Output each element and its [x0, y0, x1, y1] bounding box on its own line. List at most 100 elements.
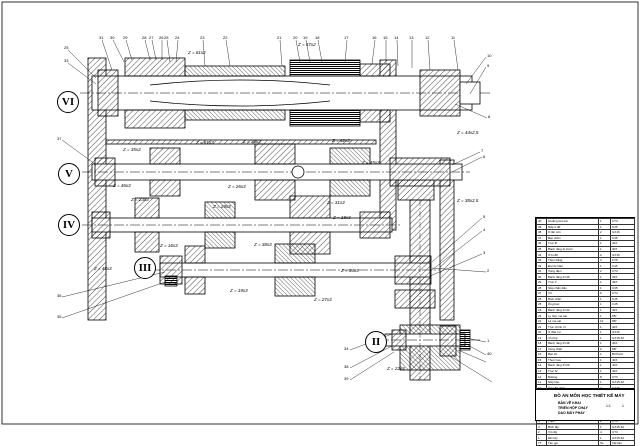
sheet-number: 1	[622, 404, 624, 408]
title-block: ĐỒ ÁN MÔN HỌC THIẾT KẾ MÁY BẢN VẼ KHAI T…	[535, 389, 635, 421]
callout-number: 1	[487, 338, 490, 343]
bom-cell: C45	[610, 301, 635, 308]
gear-label: Z = 22x3	[387, 366, 405, 371]
bom-cell: GX15	[610, 251, 635, 258]
callout-number: 21	[277, 35, 282, 40]
callout-number: 37	[57, 136, 62, 141]
gear-label: Z = 44x2,5	[457, 130, 479, 135]
callout-number: 12	[425, 35, 430, 40]
bom-cell: BrOCuC	[610, 351, 635, 358]
callout-number: 40	[487, 351, 492, 356]
callout-number: 8	[488, 114, 491, 119]
bom-cell: C45	[610, 262, 635, 269]
drawing-title-line3: DAO MÁY PHAY	[558, 411, 585, 415]
shaft-v	[82, 143, 470, 201]
bom-cell: CT3	[610, 290, 635, 297]
gear-label: Z = 16x3	[160, 243, 178, 248]
assembly-drawing	[1, 1, 639, 425]
bom-cell: C45	[610, 295, 635, 303]
callout-number: 11	[451, 35, 456, 40]
callout-number: 7	[481, 148, 484, 153]
callout-number: 23	[200, 35, 205, 40]
bom-cell: GX15	[610, 328, 635, 336]
callout-number: 28	[142, 35, 147, 40]
shaft-iii	[150, 243, 440, 297]
bom-cell: Tên gọi	[546, 439, 599, 446]
bom-cell: 65Г	[610, 345, 635, 353]
bom-cell: GX15-32	[610, 378, 635, 386]
school-title: ĐỒ ÁN MÔN HỌC THIẾT KẾ MÁY	[554, 393, 625, 398]
shaft-label-v: V	[58, 163, 80, 185]
drawing-frame	[1, 1, 639, 425]
callout-number: 4	[483, 227, 486, 232]
shaft-vi	[80, 57, 490, 129]
gear-label: Z = 26x3	[228, 184, 246, 189]
gear-label: Z = 46x3	[113, 183, 131, 188]
bom-cell: C35	[610, 284, 635, 292]
bom-cell: 40X	[610, 340, 635, 347]
gear-label: Z = 38x2,5	[457, 198, 479, 203]
callout-number: 22	[223, 35, 228, 40]
bom-cell: 40X	[610, 273, 635, 280]
bom-cell: CT3	[610, 267, 635, 275]
callout-number: 17	[344, 35, 349, 40]
bom-cell: 40X	[610, 362, 635, 369]
bom-cell: CT3	[610, 373, 635, 380]
callout-number: 27	[149, 35, 154, 40]
callout-number: 35	[57, 314, 62, 319]
shaft-label-iv: IV	[58, 214, 80, 236]
callout-number: 38	[344, 364, 349, 369]
callout-number: 5	[483, 214, 486, 219]
gear-label: Z = 35x3	[123, 147, 141, 152]
callout-number: 26	[159, 35, 164, 40]
bom-cell: 65Г	[610, 317, 635, 325]
callout-number: 20	[293, 35, 298, 40]
gear-label: Z = 61x2	[188, 50, 206, 55]
callout-number: 25	[164, 35, 169, 40]
callout-number: 39	[344, 376, 349, 381]
shaft-label-iii: III	[134, 257, 156, 279]
callout-number: 19	[303, 35, 308, 40]
gear-label: Z = 27x3	[314, 297, 332, 302]
gear-label: Z = 18x3	[333, 215, 351, 220]
drawing-title-line1: BẢN VẼ KHAI	[558, 401, 581, 405]
gear-label: Z = 45x3	[362, 160, 380, 165]
callout-number: 3	[483, 250, 486, 255]
bom-cell: CT5	[610, 256, 635, 264]
callout-number: 34	[344, 346, 349, 351]
callout-number: 31	[99, 35, 104, 40]
bom-cell: SL	[598, 439, 611, 446]
gear-label: Z = 34x3	[341, 268, 359, 273]
callout-number: 29	[123, 35, 128, 40]
gear-label: Z = 61x3	[196, 140, 214, 145]
callout-number: 6	[483, 154, 486, 159]
callout-number: 15	[383, 35, 388, 40]
callout-number: 14	[394, 35, 399, 40]
callout-number: 13	[409, 35, 414, 40]
callout-number: 16	[372, 35, 377, 40]
bom-cell: Vật liệu	[610, 439, 635, 446]
